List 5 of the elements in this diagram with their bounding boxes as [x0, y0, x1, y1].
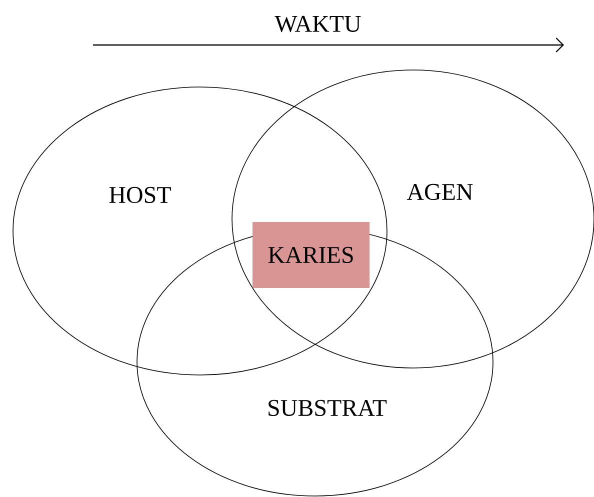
set-label: SUBSTRAT: [268, 400, 387, 416]
set-label: AGEN: [406, 184, 473, 200]
set-label: HOST: [109, 186, 171, 204]
highlight-box: KARIES: [252, 222, 370, 288]
axis-label: WAKTU: [274, 16, 361, 32]
